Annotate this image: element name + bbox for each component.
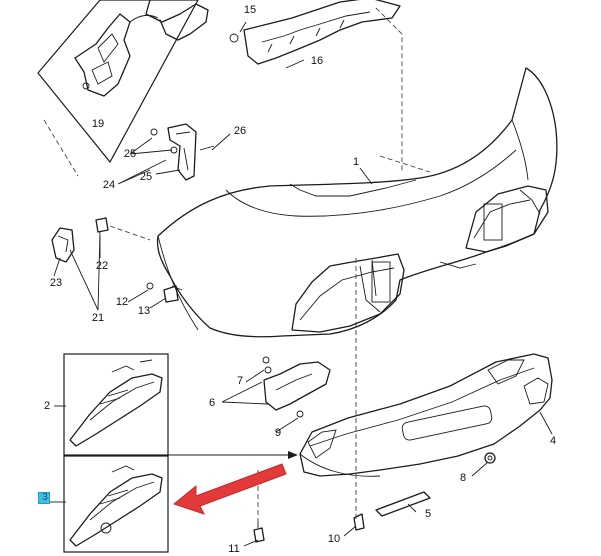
bracket-15 — [229, 0, 401, 65]
callout-7: 7 — [236, 375, 244, 387]
callout-13: 13 — [137, 305, 151, 317]
clip-parts — [51, 217, 183, 303]
callout-21: 21 — [91, 312, 105, 324]
centerline-top — [375, 7, 403, 172]
fasteners — [253, 452, 496, 543]
lamp-part-3 — [69, 465, 163, 547]
centerline-left — [43, 119, 79, 177]
callout-23: 23 — [49, 277, 63, 289]
callout-1: 1 — [352, 156, 360, 168]
callout-25-b: 25 — [139, 171, 153, 183]
callout-12: 12 — [115, 296, 129, 308]
callout-6: 6 — [208, 397, 216, 409]
centerline-right — [379, 155, 431, 173]
bracket-24 — [150, 123, 215, 181]
callout-10: 10 — [327, 533, 341, 545]
callout-8: 8 — [459, 472, 467, 484]
connector-arrow — [168, 451, 298, 459]
bracket-6 — [262, 356, 331, 418]
highlight-marker — [38, 492, 50, 504]
inset-frame-2 — [63, 353, 169, 456]
inset-frame-3 — [63, 455, 169, 553]
callout-25: 25 — [123, 148, 137, 160]
callout-5: 5 — [424, 508, 432, 520]
leader-lines — [50, 21, 553, 547]
inset-frame-top — [37, 0, 199, 164]
callout-24: 24 — [102, 179, 116, 191]
callout-15: 15 — [243, 4, 257, 16]
centerline-left-2 — [109, 225, 151, 241]
reflector-5 — [375, 491, 431, 517]
callout-16: 16 — [310, 55, 324, 67]
callout-26: 26 — [233, 125, 247, 137]
callout-19: 19 — [91, 118, 105, 130]
bumper-fascia-1 — [156, 67, 558, 338]
callout-3: 3 — [42, 492, 48, 503]
callout-22: 22 — [95, 260, 109, 272]
lamp-part-2 — [69, 359, 163, 447]
callout-11: 11 — [228, 543, 240, 555]
callout-4: 4 — [549, 435, 557, 447]
callout-9: 9 — [274, 427, 282, 439]
diffuser-4 — [299, 353, 553, 477]
callout-2: 2 — [43, 400, 51, 412]
bracket-19 — [74, 0, 209, 97]
red-arrow — [172, 463, 287, 515]
